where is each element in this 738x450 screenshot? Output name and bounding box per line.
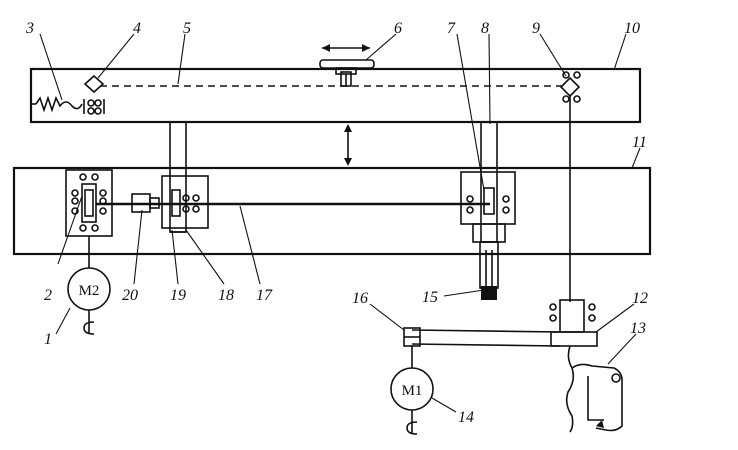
leader-2 <box>57 195 83 265</box>
label-7: 7 <box>447 20 456 37</box>
label-11: 11 <box>632 134 647 151</box>
label-19: 19 <box>170 287 186 304</box>
label-16: 16 <box>352 290 368 307</box>
gear-diamond-4 <box>83 74 105 94</box>
label-8: 8 <box>481 20 489 37</box>
leader-4 <box>97 33 135 79</box>
leader-9 <box>539 33 567 77</box>
lower-beam <box>12 166 652 256</box>
label-12: 12 <box>632 290 648 307</box>
leader-15 <box>443 289 485 297</box>
label-15: 15 <box>422 289 438 306</box>
label-6: 6 <box>394 20 402 37</box>
motor-m1 <box>390 346 434 435</box>
motor-m1-label: M1 <box>402 383 423 399</box>
leader-12 <box>595 303 635 333</box>
upper-beam <box>29 67 642 124</box>
label-10: 10 <box>624 20 640 37</box>
leader-1 <box>55 307 71 335</box>
gearbox-12 <box>549 299 598 347</box>
leader-6 <box>365 33 397 61</box>
tool-15 <box>479 241 499 300</box>
label-14: 14 <box>458 409 474 426</box>
spring <box>35 95 83 113</box>
leader-17 <box>239 205 261 285</box>
leader-13 <box>607 333 637 365</box>
label-9: 9 <box>532 20 540 37</box>
label-20: 20 <box>122 287 138 304</box>
leader-7 <box>456 33 485 191</box>
label-4: 4 <box>133 20 141 37</box>
label-18: 18 <box>218 287 234 304</box>
crank-13 <box>571 363 623 432</box>
leader-5 <box>177 33 186 85</box>
leader-16 <box>369 303 405 331</box>
coupling-20 <box>131 193 160 213</box>
vertical-adjust-arrow <box>344 124 352 166</box>
label-13: 13 <box>630 320 646 337</box>
column-18-19 <box>161 121 209 233</box>
leader-20 <box>133 209 143 285</box>
leader-18 <box>185 229 225 285</box>
label-17: 17 <box>256 287 273 304</box>
flex-shaft <box>565 345 575 433</box>
leader-10 <box>613 33 627 71</box>
leader-19 <box>171 229 179 285</box>
handwheel <box>319 44 375 87</box>
bearing-block-4 <box>83 99 105 115</box>
label-2: 2 <box>44 287 52 304</box>
label-5: 5 <box>183 20 191 37</box>
motor-m2-label: M2 <box>79 283 100 299</box>
leader-14 <box>431 397 457 413</box>
motor-m2 <box>67 236 111 335</box>
leader-8 <box>488 33 491 125</box>
label-3: 3 <box>25 20 34 37</box>
belt-drive <box>403 327 561 347</box>
gear-diamond-9 <box>559 71 581 103</box>
leader-11 <box>631 147 641 169</box>
label-1: 1 <box>44 331 52 348</box>
leader-3 <box>39 33 63 101</box>
